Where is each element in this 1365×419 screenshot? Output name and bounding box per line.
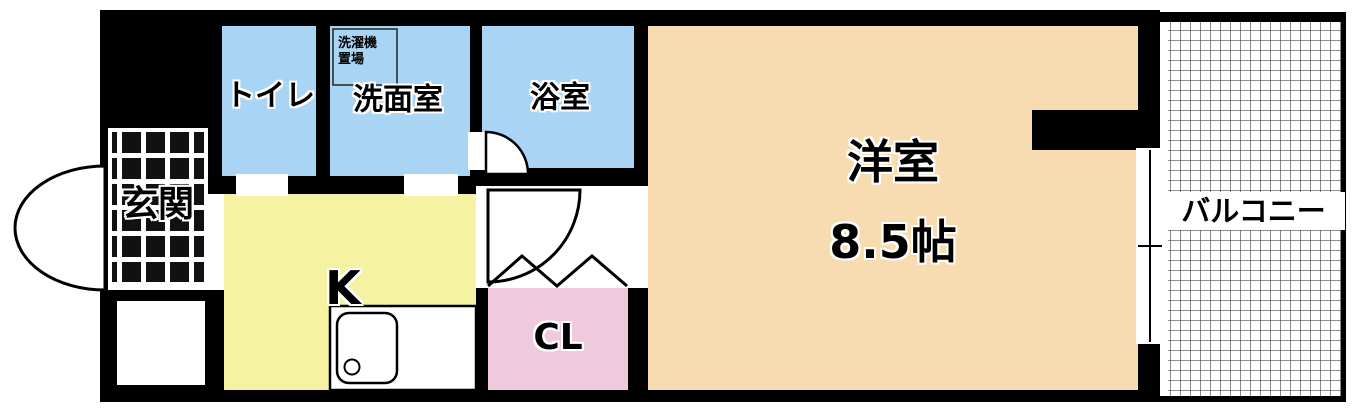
washing-machine-label-line1: 洗濯機 xyxy=(338,36,378,51)
room-washroom xyxy=(330,26,470,176)
room-closet xyxy=(488,288,628,390)
closet-label: CL xyxy=(533,317,583,359)
kitchen-label: K xyxy=(325,260,361,315)
washing-machine-label: 洗濯機 置場 xyxy=(338,36,377,69)
room-western xyxy=(648,26,1138,390)
bath-label: 浴室 xyxy=(530,80,590,116)
entrance-door-arc xyxy=(13,164,107,292)
door-gap-washroom xyxy=(404,174,458,196)
washing-machine-area xyxy=(332,28,398,86)
balcony-rail-bottom xyxy=(1160,396,1346,402)
door-gap-toilet xyxy=(236,174,288,196)
western-room-size-label: 8.5帖 xyxy=(829,214,957,269)
balcony-rail-top xyxy=(1160,12,1346,22)
western-room-door-arc xyxy=(486,188,582,284)
wall-stub-top-right xyxy=(1032,110,1160,150)
kitchen-sink-icon xyxy=(328,304,478,392)
washroom-label: 洗面室 xyxy=(353,82,443,118)
toilet-label: トイレ xyxy=(225,78,315,114)
entrance-hall-opening xyxy=(208,194,224,290)
bath-door-arc xyxy=(484,130,530,176)
closet-folding-door xyxy=(487,254,628,288)
entrance-tiles xyxy=(112,130,204,282)
balcony-label: バルコニー xyxy=(1162,192,1345,230)
room-toilet xyxy=(222,26,316,176)
sink-drain xyxy=(343,358,361,376)
utility-space xyxy=(115,299,207,387)
western-room-label: 洋室 xyxy=(847,134,939,189)
washing-machine-label-line2: 置場 xyxy=(338,52,365,68)
entrance-label: 玄関 xyxy=(121,184,195,226)
door-gap-bath xyxy=(468,132,488,170)
